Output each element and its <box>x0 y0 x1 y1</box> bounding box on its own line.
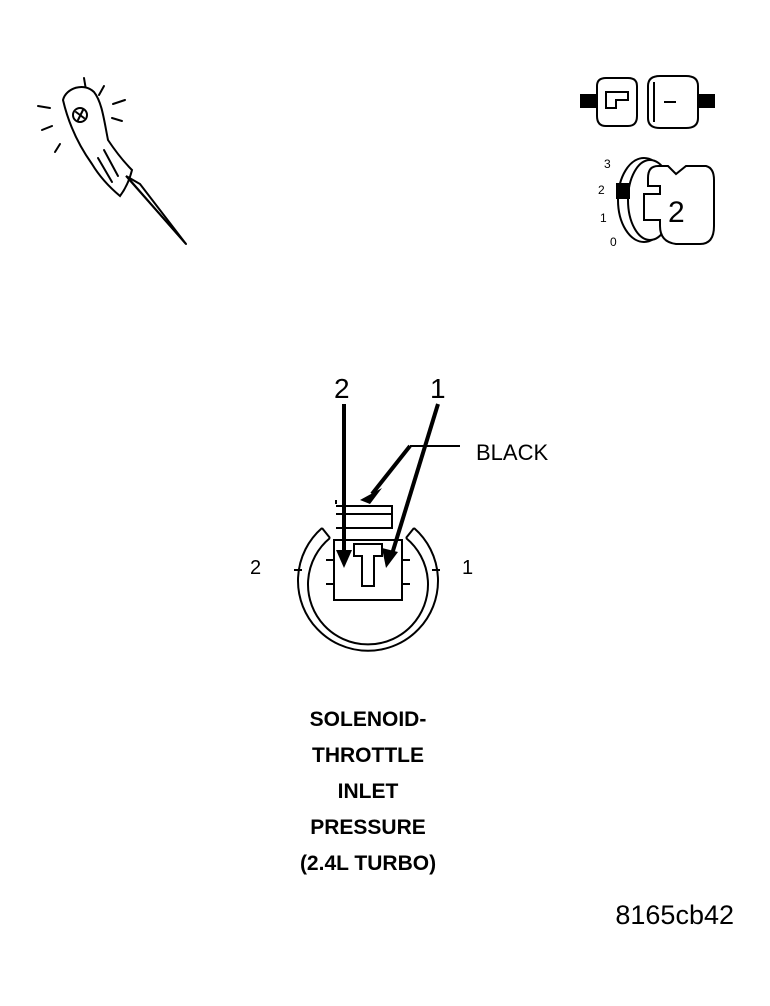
key-position-0: 0 <box>610 235 617 249</box>
key-position-3: 3 <box>604 157 611 171</box>
key-position-1: 1 <box>600 211 607 225</box>
caption-line-1: SOLENOID- <box>309 708 427 731</box>
test-probe-icon <box>37 77 187 245</box>
connector-disconnected-icon <box>580 75 715 129</box>
callout-pin-2: 2 <box>334 373 350 404</box>
color-label: BLACK <box>476 440 548 465</box>
key-position-2: 2 <box>598 183 605 197</box>
pin-2-arrow <box>336 404 352 568</box>
caption-line-4: PRESSURE <box>310 816 426 839</box>
caption-line-5: (2.4L TURBO) <box>299 852 437 875</box>
callout-pin-1: 1 <box>430 373 446 404</box>
cavity-label-2: 2 <box>250 557 261 579</box>
cavity-label-1: 1 <box>462 557 473 579</box>
ignition-key-icon: 3 2 1 0 2 <box>598 157 715 249</box>
connector-face <box>294 500 440 652</box>
pin-1-arrow <box>382 403 440 568</box>
key-selected-position: 2 <box>668 196 685 229</box>
figure-id: 8165cb42 <box>615 900 734 930</box>
caption-line-2: THROTTLE <box>312 744 424 767</box>
color-label-leader <box>360 444 460 504</box>
caption-line-3: INLET <box>337 780 399 803</box>
